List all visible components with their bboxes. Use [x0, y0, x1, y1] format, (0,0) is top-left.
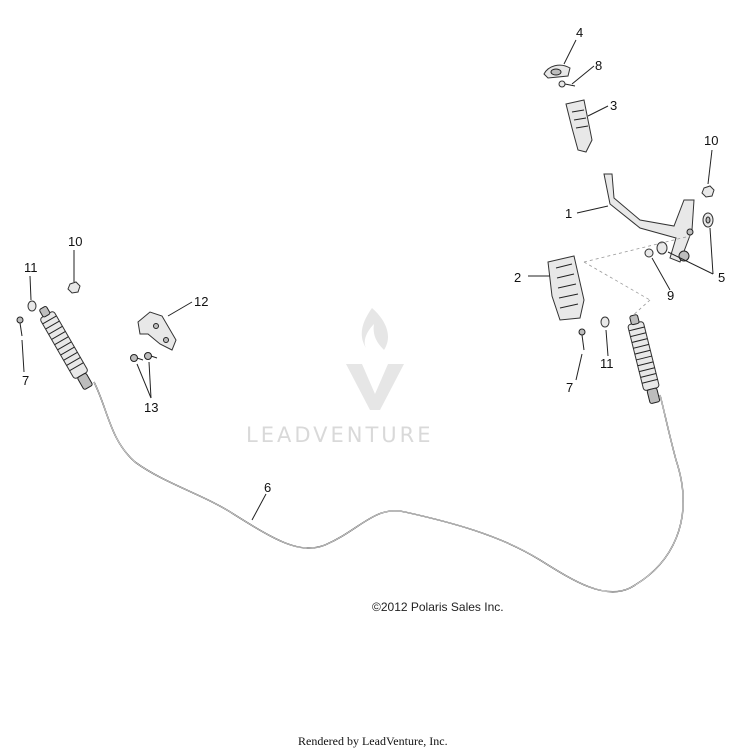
copyright-text: ©2012 Polaris Sales Inc. — [372, 600, 504, 614]
part-9-washer — [644, 248, 654, 258]
watermark-text: LEADVENTURE — [246, 423, 434, 447]
callout-2: 2 — [514, 270, 521, 285]
callout-7-right: 7 — [566, 380, 573, 395]
part-11-washer-left — [27, 300, 37, 312]
part-2-pedal — [547, 255, 585, 321]
callout-7-left: 7 — [22, 373, 29, 388]
callout-labels: 4 8 3 10 1 5 2 9 11 7 12 13 10 11 7 6 — [22, 25, 725, 495]
leader-lines — [21, 39, 714, 521]
part-5-washers — [656, 212, 714, 255]
callout-10-left: 10 — [68, 234, 82, 249]
part-10-nut-right — [701, 185, 715, 198]
part-12-bracket — [137, 311, 177, 351]
part-10-nut-left — [67, 281, 81, 294]
callout-10-right: 10 — [704, 133, 718, 148]
callout-3: 3 — [610, 98, 617, 113]
cable-right-spring — [627, 314, 661, 404]
part-11-washer-right — [600, 316, 610, 328]
callout-11-left: 11 — [24, 260, 38, 275]
callout-4: 4 — [576, 25, 583, 40]
cable-highlight — [93, 381, 684, 593]
callout-12: 12 — [194, 294, 208, 309]
cable-path — [93, 381, 684, 593]
callout-5: 5 — [718, 270, 725, 285]
callout-6: 6 — [264, 480, 271, 495]
rendered-by-footer: Rendered by LeadVenture, Inc. — [298, 734, 448, 748]
part-7-pin-left — [16, 316, 24, 337]
leadventure-watermark: LEADVENTURE — [246, 308, 434, 447]
callout-8: 8 — [595, 58, 602, 73]
part-7-pin-right — [578, 328, 586, 351]
callout-9: 9 — [667, 288, 674, 303]
part-3-handle — [565, 99, 593, 153]
part-13-bolts — [130, 352, 158, 362]
callout-13: 13 — [144, 400, 158, 415]
cable-left-spring — [39, 305, 93, 390]
cable-assembly — [39, 305, 684, 593]
callout-11-right: 11 — [600, 356, 614, 371]
alignment-lines — [583, 235, 691, 319]
flame-logo-icon — [361, 308, 388, 350]
part-4-cap — [543, 64, 571, 79]
callout-1: 1 — [565, 206, 572, 221]
part-8-screw — [558, 80, 576, 88]
v-logo-icon — [346, 364, 404, 410]
